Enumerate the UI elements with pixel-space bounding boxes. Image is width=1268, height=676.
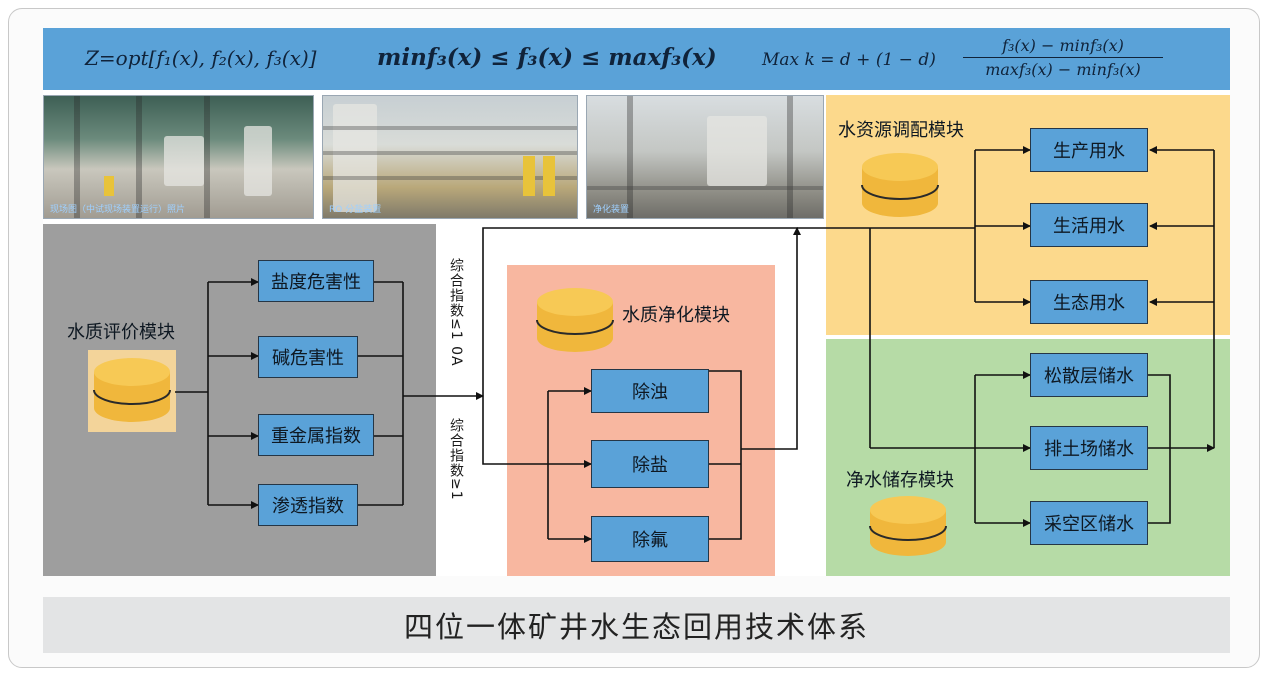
constraint-formula: minf₃(x) ≤ f₃(x) ≤ maxf₃(x)	[377, 44, 717, 71]
permeability-index-box: 渗透指数	[258, 484, 358, 526]
dump-site-storage-box: 排土场储水	[1030, 426, 1148, 470]
photo-purification-device: 净化装置	[586, 95, 824, 219]
allocation-module-title: 水资源调配模块	[838, 120, 964, 141]
evaluation-cylinder-icon	[88, 350, 176, 432]
storage-module-title: 净水储存模块	[846, 470, 954, 491]
photo-field-caption: 现场图（中试现场装置运行）照片	[50, 205, 186, 215]
storage-cylinder-icon	[869, 496, 947, 556]
loose-layer-storage-box: 松散层储水	[1030, 353, 1148, 397]
ecological-water-box: 生态用水	[1030, 280, 1148, 324]
evaluation-module-title: 水质评价模块	[67, 322, 175, 343]
caption-bar: 四位一体矿井水生态回用技术体系	[43, 597, 1230, 653]
heavy-metal-index-box: 重金属指数	[258, 414, 374, 456]
allocation-cylinder-icon	[861, 153, 939, 217]
max-formula-numerator: f₃(x) − minf₃(x)	[963, 36, 1163, 58]
max-formula-denominator: maxf₃(x) − minf₃(x)	[985, 60, 1141, 79]
desalination-box: 除盐	[591, 440, 709, 488]
max-formula-fraction: f₃(x) − minf₃(x) maxf₃(x) − minf₃(x)	[963, 36, 1163, 79]
purification-module-title: 水质净化模块	[622, 305, 730, 326]
condition-upper-label: 综合指数≤1 0A	[448, 258, 464, 367]
photo-ro-device: RO 分盐装置	[322, 95, 578, 219]
defluorination-box: 除氟	[591, 516, 709, 562]
purification-cylinder-icon	[536, 288, 614, 352]
objective-formula: Z=opt[f₁(x), f₂(x), f₃(x)]	[85, 46, 317, 70]
photo-field-device: 现场图（中试现场装置运行）照片	[43, 95, 314, 219]
salinity-hazard-box: 盐度危害性	[258, 260, 374, 302]
figure-caption: 四位一体矿井水生态回用技术体系	[403, 610, 869, 644]
max-formula-lead: Max k = d + (1 − d)	[762, 50, 936, 70]
photo-ro-caption: RO 分盐装置	[329, 205, 382, 215]
photo-purification-caption: 净化装置	[593, 205, 630, 215]
domestic-water-box: 生活用水	[1030, 203, 1148, 247]
turbidity-removal-box: 除浊	[591, 369, 709, 413]
goaf-storage-box: 采空区储水	[1030, 501, 1148, 545]
alkali-hazard-box: 碱危害性	[258, 336, 358, 378]
condition-lower-label: 综合指数≥1	[448, 418, 464, 501]
production-water-box: 生产用水	[1030, 128, 1148, 172]
formula-bar	[43, 28, 1230, 90]
